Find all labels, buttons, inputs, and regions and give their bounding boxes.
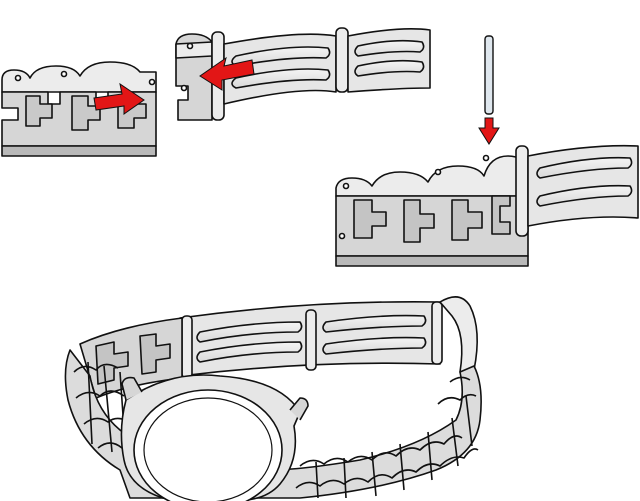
link-pin xyxy=(484,35,494,115)
arrow-pull-apart-icon-left xyxy=(199,56,255,91)
watch-strap-back xyxy=(179,301,443,379)
watch-strap-end xyxy=(439,296,478,373)
right-link-segment xyxy=(175,27,431,121)
panel-separated-links xyxy=(1,27,431,157)
arrow-pull-apart-icon xyxy=(93,82,145,115)
left-link-segment xyxy=(1,61,157,157)
assembled-link-segment xyxy=(335,144,639,267)
watch-icon xyxy=(120,374,309,501)
panel-assembled-watch xyxy=(64,296,482,501)
arrow-down-insert-pin-icon xyxy=(478,117,500,145)
panel-insert-pin xyxy=(335,35,639,267)
